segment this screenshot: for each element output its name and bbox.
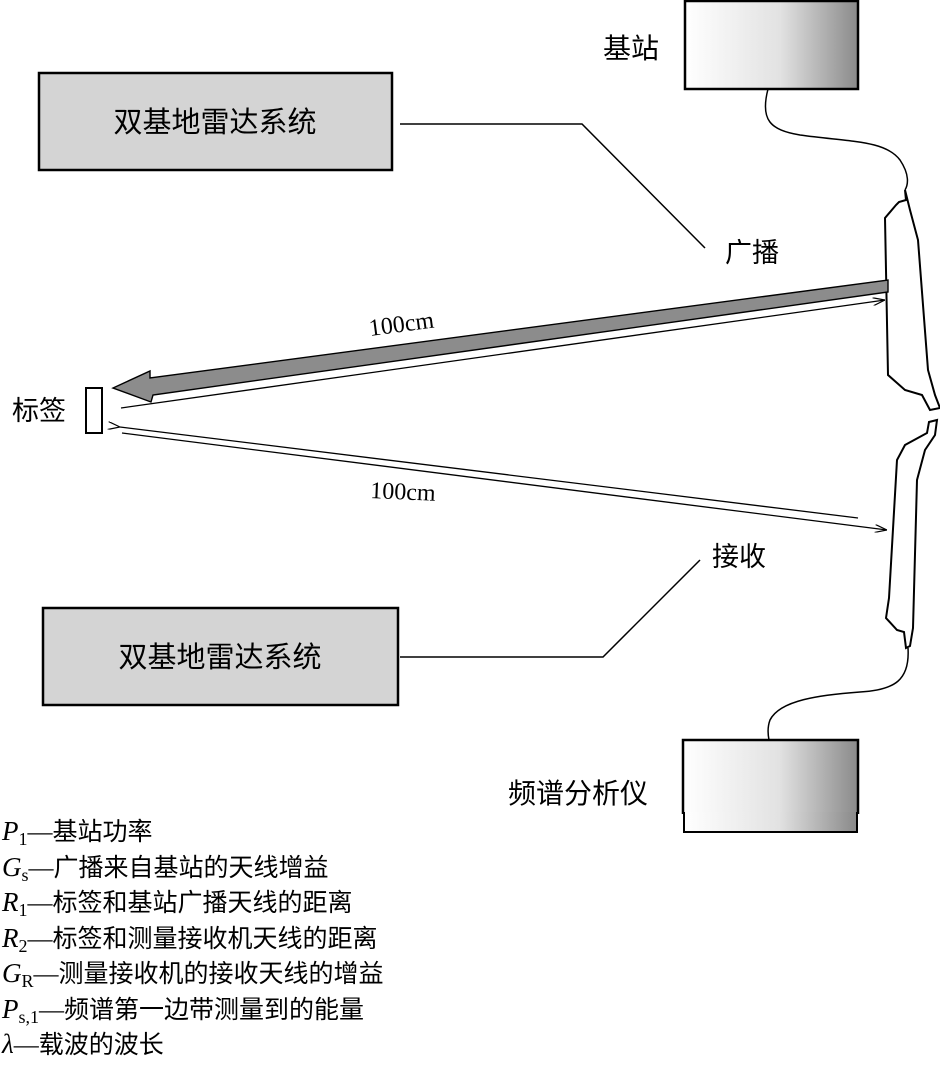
bistatic-radar-diagram: 基站 双基地雷达系统 广播 100cm 标签 100cm 接收 双基地雷达系统 … (12, 0, 940, 814)
broadcast-leader-line (400, 123, 706, 249)
tag-to-broadcast-antenna-line (120, 300, 885, 409)
base-station (683, 0, 860, 91)
legend-item-r1: R1—标签和基站广播天线的距离 (2, 887, 353, 920)
bistatic-radar-label-bottom: 双基地雷达系统 (118, 640, 321, 674)
broadcast-beam-arrow (111, 279, 889, 403)
bistatic-radar-label-top: 双基地雷达系统 (113, 105, 316, 139)
legend-item-lambda: λ—载波的波长 (2, 1029, 164, 1059)
receive-antenna (884, 418, 939, 650)
legend-item-gs: Gs—广播来自基站的天线增益 (2, 851, 329, 885)
legend-item-ps1: Ps,1—频谱第一边带测量到的能量 (2, 993, 365, 1027)
legend-item-r2: R2—标签和测量接收机天线的距离 (2, 922, 378, 956)
tag-label: 标签 (12, 396, 66, 427)
bistatic-radar-box-bottom: 双基地雷达系统 (41, 606, 400, 707)
base-station-cable (764, 88, 909, 191)
tag-to-receive-antenna-line-upper (120, 427, 859, 519)
distance-label-top: 100cm (367, 308, 435, 342)
legend-item-p1: P1—基站功率 (2, 816, 153, 849)
base-station-label: 基站 (603, 32, 659, 65)
spectrum-analyzer-lower (683, 812, 858, 833)
tag-to-receive-antenna-line-lower (121, 432, 887, 530)
spectrum-analyzer-label: 频谱分析仪 (508, 777, 648, 810)
distance-label-bottom: 100cm (370, 478, 437, 507)
symbol-legend: P1—基站功率 Gs—广播来自基站的天线增益 R1—标签和基站广播天线的距离 R… (2, 814, 702, 1063)
receive-label: 接收 (712, 542, 766, 573)
bistatic-radar-box-top: 双基地雷达系统 (37, 71, 394, 172)
spectrum-analyzer (681, 738, 860, 814)
tag (85, 387, 103, 434)
legend-item-gr: GR—测量接收机的接收天线的增益 (2, 958, 384, 991)
receive-leader-line (400, 559, 701, 658)
broadcast-antenna (883, 189, 940, 412)
broadcast-label: 广播 (725, 238, 779, 269)
spectrum-analyzer-cable (767, 647, 909, 741)
